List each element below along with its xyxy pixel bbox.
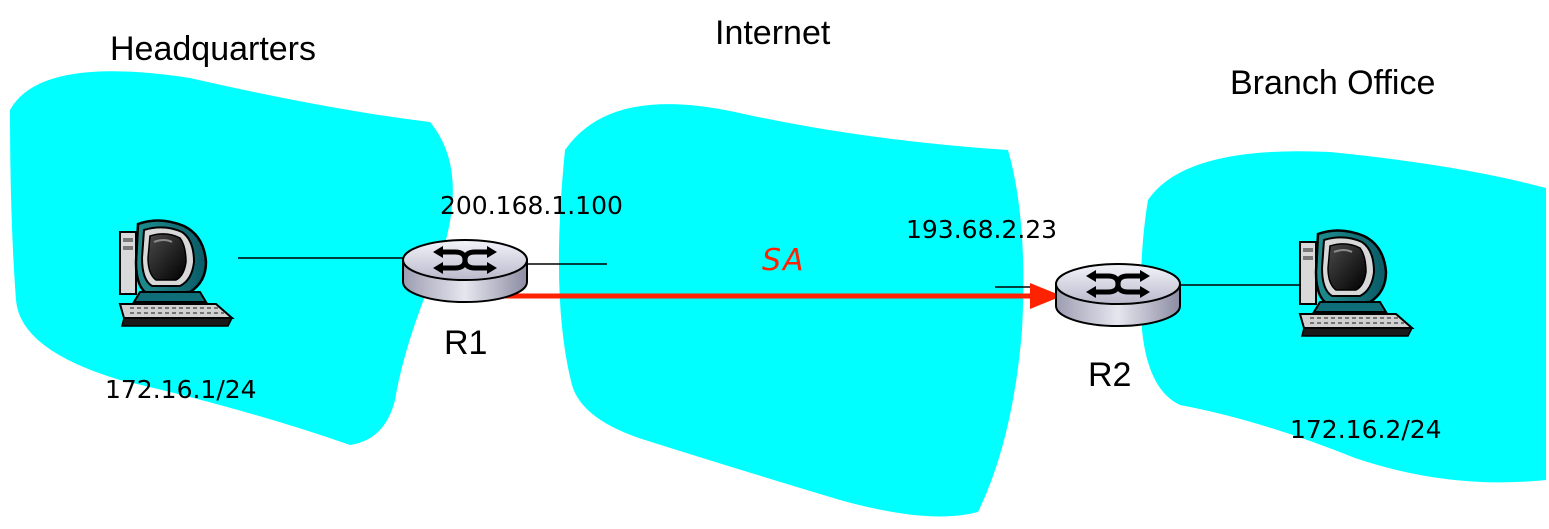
branch-subnet: 172.16.2/24 [1290,415,1442,444]
r1-name: R1 [444,324,487,362]
headquarters-subnet: 172.16.1/24 [105,375,257,404]
r1-address: 200.168.1.100 [440,191,623,220]
headquarters-title: Headquarters [110,30,316,68]
r2-name: R2 [1088,356,1131,394]
internet-cloud [558,104,1024,517]
internet-title: Internet [715,14,831,52]
r2-router-icon [1056,264,1180,326]
headquarters-network-cloud [10,71,453,445]
sa-arrow-head [1030,283,1062,309]
r2-address: 193.68.2.23 [906,215,1057,244]
branch-office-title: Branch Office [1230,64,1435,102]
sa-label: SA [762,243,806,278]
r1-router-icon [403,240,527,302]
